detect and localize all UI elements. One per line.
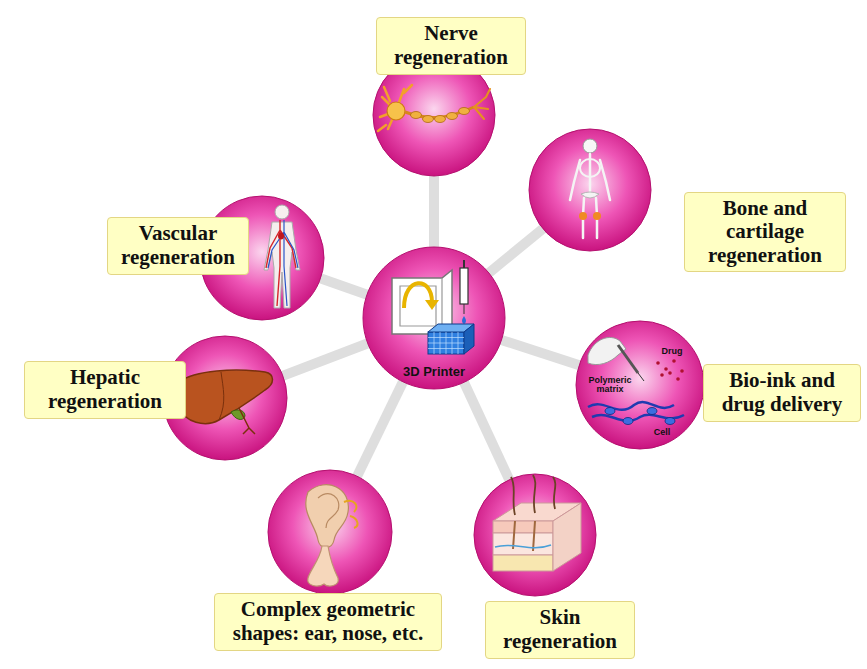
application-label: Bio-ink and drug delivery xyxy=(703,364,861,421)
circle-fill xyxy=(474,474,596,596)
illustration-label: Cell xyxy=(647,428,677,437)
circle-fill xyxy=(576,321,704,449)
drug-particle xyxy=(656,361,660,365)
arms xyxy=(570,160,610,200)
illustration-label: Polymeric matrix xyxy=(584,376,636,395)
skull xyxy=(583,139,597,153)
bone-circle: Bone and cartilage regeneration xyxy=(528,128,652,252)
drug-particle xyxy=(660,373,664,377)
ear-nose-circle: Complex geometric shapes: ear, nose, etc… xyxy=(267,469,393,595)
circle-illustration xyxy=(363,247,505,389)
nose xyxy=(308,546,338,586)
veins xyxy=(268,220,298,306)
drug-particle xyxy=(668,371,672,375)
syringe-body xyxy=(460,268,468,304)
myelin-segment xyxy=(411,112,422,119)
application-label: Nerve regeneration xyxy=(376,17,526,74)
vascular-circle: Vascular regeneration xyxy=(199,195,325,321)
cube-side xyxy=(464,324,474,354)
application-label: Hepatic regeneration xyxy=(24,361,186,418)
arteries xyxy=(266,220,296,306)
skin-side xyxy=(553,503,581,571)
circle-fill xyxy=(529,129,651,251)
heart xyxy=(278,233,284,240)
cube-grid-line xyxy=(428,348,464,349)
cube-face xyxy=(428,332,464,354)
connector-branch xyxy=(429,175,439,248)
connector-branch xyxy=(282,343,369,376)
illustration-label: Drug xyxy=(655,347,689,356)
circle-shape xyxy=(473,473,597,597)
myelin-segment xyxy=(423,116,434,123)
circle-illustration xyxy=(576,321,704,449)
skin-circle: Skin regeneration xyxy=(473,473,597,597)
connector-branch xyxy=(320,278,368,295)
human-body xyxy=(264,205,300,308)
cell xyxy=(665,418,675,425)
head xyxy=(275,205,289,219)
circle-illustration xyxy=(529,129,651,251)
myelin-segment xyxy=(435,116,446,123)
syringe-drip xyxy=(462,316,466,324)
syringe xyxy=(618,345,638,373)
syringe-plunger xyxy=(463,260,465,268)
printer-arrow xyxy=(404,283,432,308)
drug-particle xyxy=(672,359,676,363)
ear-inner xyxy=(318,494,339,528)
drug-particle xyxy=(680,369,684,373)
connector-branch xyxy=(488,228,544,274)
cell xyxy=(647,408,657,415)
circle-shape xyxy=(267,469,393,595)
connector-branch xyxy=(357,381,404,477)
liver-circle: Hepatic regeneration xyxy=(162,335,288,461)
drug-particle xyxy=(676,377,680,381)
application-label: Complex geometric shapes: ear, nose, etc… xyxy=(214,593,442,650)
connector-branch xyxy=(501,340,581,366)
hub-caption: 3D Printer xyxy=(384,365,484,379)
syringe-needle xyxy=(638,373,644,381)
application-label: Skin regeneration xyxy=(485,601,635,658)
hepatic-duct xyxy=(239,408,255,434)
connector-branch xyxy=(464,381,510,480)
circle-illustration xyxy=(474,474,596,596)
glove-hand xyxy=(588,337,626,364)
axon-terminals xyxy=(474,89,490,119)
ribcage xyxy=(580,159,600,177)
cell xyxy=(623,418,633,425)
cube-grid-line xyxy=(428,337,464,338)
circle-fill xyxy=(268,470,392,594)
neuron-dendrites xyxy=(378,85,412,131)
liver-lobe-line xyxy=(219,372,224,420)
myelin-segment xyxy=(447,113,458,120)
hairs xyxy=(511,475,555,515)
bioink-circle: Bio-ink and drug deliveryDrugPolymeric m… xyxy=(575,320,705,450)
cube-grid-line xyxy=(428,343,464,344)
nerve-circle: Nerve regeneration xyxy=(372,53,496,177)
skin-dermis xyxy=(493,533,553,555)
circle-fill xyxy=(363,247,505,389)
skin-epidermis xyxy=(493,521,553,533)
skin-vessel xyxy=(495,545,551,548)
syringe-needle xyxy=(464,304,465,314)
drug-particle xyxy=(664,367,668,371)
cell xyxy=(605,408,615,415)
knee-joint xyxy=(593,212,601,220)
knee-joint xyxy=(579,212,587,220)
inner-ear xyxy=(344,501,357,528)
circle-shape xyxy=(528,128,652,252)
circle-shape xyxy=(575,320,705,450)
circle-illustration xyxy=(268,470,392,594)
ear xyxy=(306,485,349,548)
skin-fat xyxy=(493,555,553,571)
application-label: Bone and cartilage regeneration xyxy=(684,192,846,273)
printer-arrow-head xyxy=(425,300,439,310)
printer-hub-circle: 3D Printer xyxy=(362,246,506,390)
printed-grid-cube xyxy=(428,324,474,354)
neuron-soma xyxy=(387,102,405,120)
application-label: Vascular regeneration xyxy=(107,217,249,274)
liver xyxy=(175,370,272,423)
body-outline xyxy=(264,222,300,308)
myelin-segment xyxy=(459,108,470,115)
